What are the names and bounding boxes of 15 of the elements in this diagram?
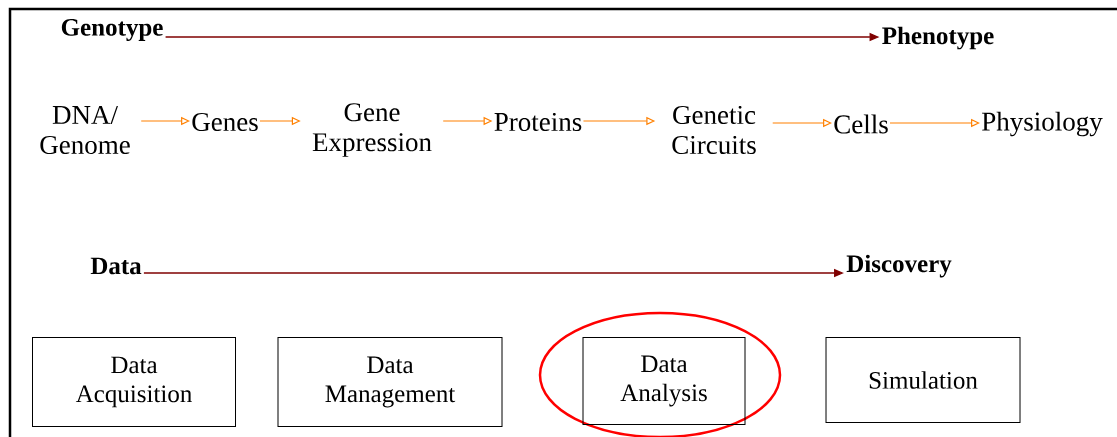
stage-label: DNA/ Genome	[40, 105, 130, 155]
heading-label: Phenotype	[882, 26, 994, 50]
stage-label: Proteins	[494, 112, 582, 132]
process-box: Simulation	[825, 337, 1021, 423]
process-box: Data Acquisition	[32, 337, 236, 427]
stage-label: Genes	[192, 112, 258, 132]
process-box: Data Analysis	[582, 337, 746, 425]
stage-label: Gene Expression	[312, 103, 432, 157]
stage-label: Cells	[834, 114, 888, 134]
heading-label: Discovery	[846, 254, 952, 278]
stage-label: Physiology	[982, 111, 1103, 137]
heading-label: Data	[90, 257, 142, 275]
heading-label: Genotype	[61, 19, 163, 41]
stage-label: Genetic Circuits	[672, 105, 756, 155]
process-box: Data Management	[277, 337, 503, 427]
